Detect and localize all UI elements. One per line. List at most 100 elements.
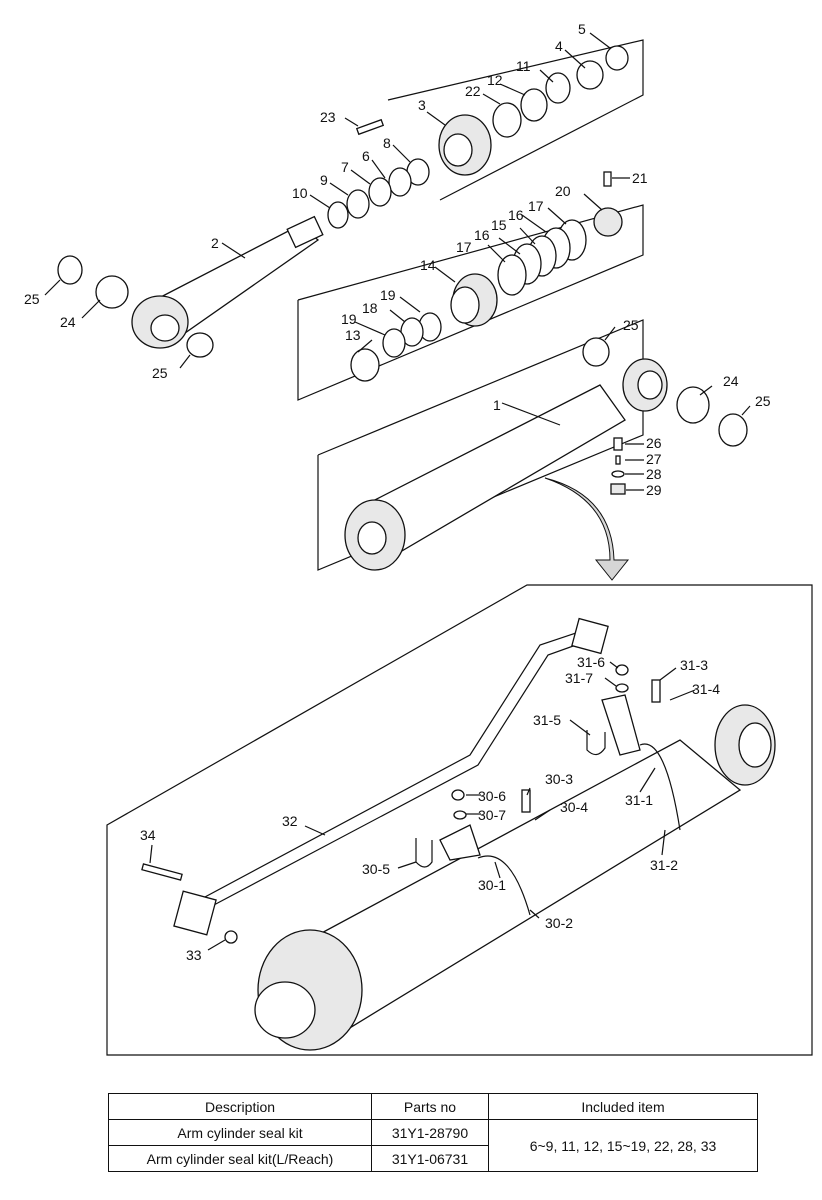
set-screw-21 [603,171,612,187]
frame-lower [317,319,644,571]
callout-13: 13 [345,327,361,343]
clamp-31-1 [639,743,681,831]
table-row: Arm cylinder seal kit 31Y1-28790 6~9, 11… [108,1119,758,1172]
nut-20 [593,207,623,237]
ring-17b [497,254,527,296]
detail-arrow [544,477,630,581]
leader-lines [44,32,751,951]
callout-30-3: 30-3 [545,771,573,787]
ring-25-right [718,413,748,447]
ring-5 [605,45,629,71]
nut-31-6 [615,664,629,676]
callout-24a: 24 [60,314,76,330]
callout-29: 29 [646,482,662,498]
ring-25-top [582,337,610,367]
callout-21: 21 [632,170,648,186]
header-included-item: Included item [488,1093,758,1120]
rod-cover [438,114,492,176]
washer-30-7 [453,810,467,820]
bolt-31-3 [651,679,661,703]
bracket-30 [439,824,481,861]
ring-9 [346,189,370,219]
callout-7: 7 [341,159,349,175]
clamp-30-1 [477,855,531,916]
callout-9: 9 [320,172,328,188]
washer-31-7 [615,683,629,693]
frame-detail [106,584,813,1056]
callout-18: 18 [362,300,378,316]
callout-26: 26 [646,435,662,451]
pipe-32-inner [194,639,591,916]
callout-31-6: 31-6 [577,654,605,670]
bolt-23 [355,118,385,136]
part-26 [613,437,623,451]
ring-11 [545,72,571,104]
callout-1: 1 [493,397,501,413]
header-parts-no: Parts no [371,1093,489,1120]
callout-23: 23 [320,109,336,125]
callout-2: 2 [211,235,219,251]
callout-8: 8 [383,135,391,151]
callout-24b: 24 [723,373,739,389]
piston-14 [450,273,498,327]
callout-34: 34 [140,827,156,843]
bushing-4 [576,60,604,90]
detail-cylinder [254,704,776,1051]
bushing-left [95,275,129,309]
callout-10: 10 [292,185,308,201]
callout-30-2: 30-2 [545,915,573,931]
callout-6: 6 [362,148,370,164]
callout-25b: 25 [152,365,168,381]
ring-6 [388,167,412,197]
cylinder-tube [344,358,668,571]
frame-upper [387,39,644,201]
callout-15: 15 [491,217,507,233]
callout-31-2: 31-2 [650,857,678,873]
callout-11: 11 [516,58,531,74]
flange-bottom [173,890,217,936]
bushing-13 [350,348,380,382]
callout-30-7: 30-7 [478,807,506,823]
included-items: 6~9, 11, 12, 15~19, 22, 28, 33 [488,1119,758,1172]
ring-22 [492,102,522,138]
nut-30-6 [451,789,465,801]
callout-31-3: 31-3 [680,657,708,673]
seal-kit-table: Description Parts no Included item Arm c… [108,1093,758,1172]
callout-3: 3 [418,97,426,113]
u-bolt-31-5 [586,730,606,756]
ring-12 [520,88,548,122]
callout-30-1: 30-1 [478,877,506,893]
callout-30-6: 30-6 [478,788,506,804]
ring-7 [368,177,392,207]
callout-31-5: 31-5 [533,712,561,728]
callout-16b: 16 [474,227,490,243]
callout-25a: 25 [24,291,40,307]
part-27 [615,455,621,465]
callout-19b: 19 [341,311,357,327]
callout-17b: 17 [456,239,472,255]
callout-12: 12 [487,72,503,88]
callout-30-4: 30-4 [560,799,588,815]
callout-19a: 19 [380,287,396,303]
callout-5: 5 [578,21,586,37]
callout-25c: 25 [623,317,639,333]
part-29 [610,483,626,495]
callout-22: 22 [465,83,481,99]
ring-10 [327,201,349,229]
part-28 [611,470,625,478]
ring-left-top [57,255,83,285]
callout-14: 14 [420,257,436,273]
callout-33: 33 [186,947,202,963]
callout-31-4: 31-4 [692,681,720,697]
bushing-24-right [676,386,710,424]
callout-25d: 25 [755,393,771,409]
header-description: Description [108,1093,372,1120]
table-header-row: Description Parts no Included item [108,1093,758,1120]
callout-30-5: 30-5 [362,861,390,877]
pipe-32 [189,629,586,906]
ring-left-bottom [186,332,214,358]
o-ring-33 [224,930,238,944]
exploded-parts-diagram: 1 2 3 4 5 6 7 8 9 10 11 12 13 14 15 16 1… [24,21,813,1056]
callout-31-7: 31-7 [565,670,593,686]
u-bolt-30-5 [415,838,433,868]
